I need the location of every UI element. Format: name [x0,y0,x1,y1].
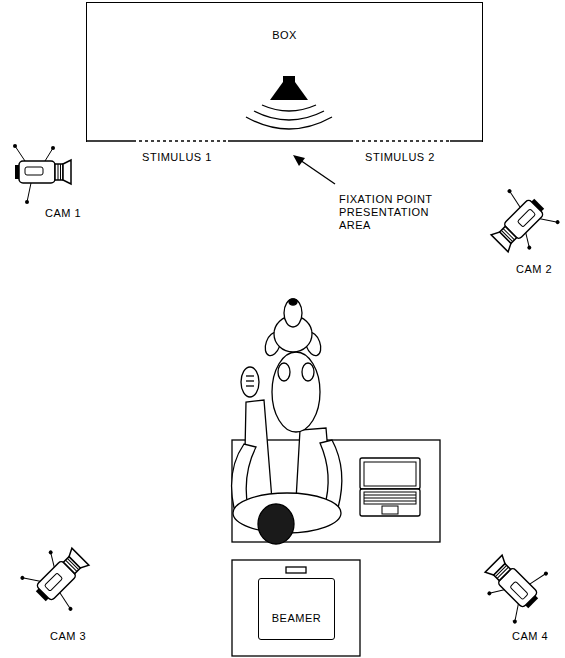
beamer-table-part [286,567,306,573]
person-and-dog-part [246,375,254,376]
laptop-part [364,495,416,496]
person-and-dog-part [272,352,320,432]
laptop [360,458,420,516]
beamer-box: BEAMER [258,578,335,640]
laptop-part [364,501,416,502]
speaker-symbol-part-part [246,117,332,129]
speaker-symbol-part [270,82,308,100]
camera-3 [20,537,103,620]
stimulus-label: STIMULUS 2 [365,151,435,164]
box-bottom-edge-part [450,140,483,142]
laptop-part [364,462,416,486]
box-bottom-edge-part [228,140,350,142]
laptop-part [364,492,416,504]
camera-1 [13,144,71,204]
beamer-table [232,560,360,656]
person-and-dog-part [241,367,259,397]
person-and-dog-part [278,363,290,381]
laptop-part [364,498,416,499]
laptop-part [360,489,420,516]
person-and-dog-part [246,380,254,381]
speaker-symbol [246,76,332,129]
person-and-dog-part [284,299,302,327]
person-and-dog [232,299,342,544]
person-and-dog-part [258,504,294,544]
camera-4 [474,541,557,624]
box-bottom-edge-part [133,140,228,142]
stimulus-label: STIMULUS 1 [142,151,212,164]
person-and-dog-part [302,363,314,381]
node-label: BEAMER [272,612,321,625]
laptop-part [382,506,398,514]
camera-label: CAM 1 [45,207,81,220]
laptop-part [360,458,420,489]
fixation-arrow-part [300,160,335,184]
speaker-symbol-part-part [262,105,316,111]
camera-label: CAM 2 [516,263,552,276]
camera-label: CAM 3 [50,630,86,643]
box-bottom-edge [86,140,483,142]
speaker-symbol-part-part [254,111,324,120]
speaker-symbol-part [283,76,295,82]
beamer-table-part [232,560,360,656]
fixation-arrow-part [293,155,305,166]
camera-label: CAM 4 [512,630,548,643]
fixation-label: FIXATION POINT PRESENTATION AREA [339,193,461,232]
box-bottom-edge-part [86,140,133,142]
camera-2 [477,180,560,263]
person-and-dog-part [289,299,297,305]
speaker-symbol-part [246,105,332,129]
fixation-arrow [293,155,335,184]
box-enclosure: BOX [86,2,483,142]
node-label: BOX [272,29,297,42]
person-and-dog-part [246,385,254,386]
box-bottom-edge-part [350,140,450,142]
